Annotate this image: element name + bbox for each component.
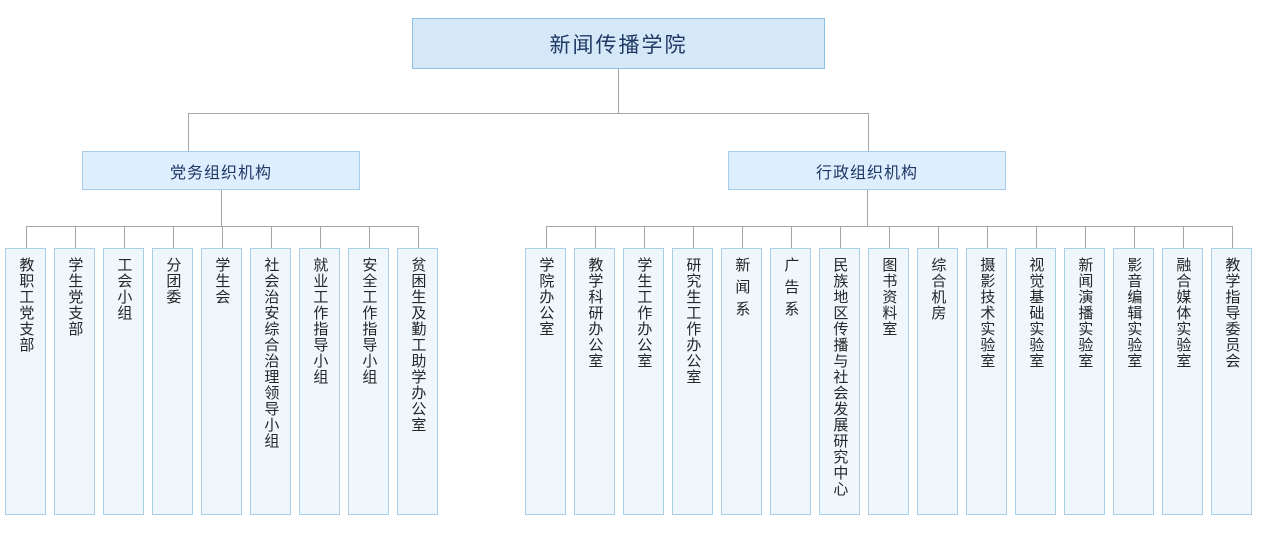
connector-party-leaf-drop xyxy=(221,226,223,248)
org-node-leaf-admin-6[interactable]: 广告系 xyxy=(770,248,811,515)
connector-admin-leaf-drop xyxy=(790,226,792,248)
connector-admin-leaf-drop xyxy=(594,226,596,248)
connector-admin-leaf-drop xyxy=(839,226,841,248)
connector-branch-admin-drop xyxy=(868,113,869,151)
org-node-leaf-party-2[interactable]: 学生党支部 xyxy=(54,248,95,515)
connector-admin-leaf-drop xyxy=(937,226,939,248)
org-node-leaf-party-6[interactable]: 社会治安综合治理领导小组 xyxy=(250,248,291,515)
org-node-leaf-admin-13[interactable]: 影音编辑实验室 xyxy=(1113,248,1154,515)
org-node-branch-party-label: 党务组织机构 xyxy=(169,162,272,182)
org-node-leaf-party-9[interactable]: 贫困生及勤工助学办公室 xyxy=(397,248,438,515)
org-node-leaf-admin-12[interactable]: 新闻演播实验室 xyxy=(1064,248,1105,515)
org-node-leaf-label: 工会小组 xyxy=(115,257,134,321)
connector-root-stem xyxy=(618,69,619,113)
org-node-leaf-label: 民族地区传播与社会发展研究中心 xyxy=(831,257,850,497)
connector-admin-leaf-drop xyxy=(1133,226,1135,248)
connector-party-stem xyxy=(221,190,222,226)
connector-admin-leaf-drop xyxy=(692,226,694,248)
org-node-leaf-party-8[interactable]: 安全工作指导小组 xyxy=(348,248,389,515)
org-node-leaf-label: 社会治安综合治理领导小组 xyxy=(262,257,281,449)
connector-party-leaf-drop xyxy=(417,226,419,248)
org-node-leaf-label: 就业工作指导小组 xyxy=(311,257,330,385)
connector-admin-leaf-drop xyxy=(1231,226,1233,248)
org-node-leaf-admin-2[interactable]: 教学科研办公室 xyxy=(574,248,615,515)
org-node-leaf-admin-3[interactable]: 学生工作办公室 xyxy=(623,248,664,515)
org-node-leaf-label: 融合媒体实验室 xyxy=(1174,257,1193,369)
connector-admin-leaf-drop xyxy=(1035,226,1037,248)
org-node-leaf-label: 学生工作办公室 xyxy=(635,257,654,369)
org-node-leaf-label: 贫困生及勤工助学办公室 xyxy=(409,257,428,433)
org-node-leaf-label: 图书资料室 xyxy=(880,257,899,337)
org-node-leaf-label: 学生会 xyxy=(213,257,232,305)
connector-party-leaf-drop xyxy=(270,226,272,248)
connector-admin-stem xyxy=(867,190,868,226)
connector-party-leaf-drop xyxy=(74,226,76,248)
connector-admin-leaf-drop xyxy=(1084,226,1086,248)
org-node-leaf-label: 学院办公室 xyxy=(537,257,556,337)
org-node-leaf-admin-9[interactable]: 综合机房 xyxy=(917,248,958,515)
org-node-leaf-party-1[interactable]: 教职工党支部 xyxy=(5,248,46,515)
connector-admin-leaf-drop xyxy=(888,226,890,248)
org-node-leaf-party-7[interactable]: 就业工作指导小组 xyxy=(299,248,340,515)
org-node-leaf-label: 新闻演播实验室 xyxy=(1076,257,1095,369)
org-node-leaf-label: 分团委 xyxy=(164,257,183,305)
connector-party-leaf-drop xyxy=(25,226,27,248)
org-node-leaf-label: 教学指导委员会 xyxy=(1223,257,1242,369)
org-node-leaf-admin-8[interactable]: 图书资料室 xyxy=(868,248,909,515)
org-node-branch-admin[interactable]: 行政组织机构 xyxy=(728,151,1006,190)
org-node-leaf-admin-4[interactable]: 研究生工作办公室 xyxy=(672,248,713,515)
org-node-leaf-label: 广告系 xyxy=(782,257,801,323)
org-node-leaf-admin-1[interactable]: 学院办公室 xyxy=(525,248,566,515)
org-node-leaf-label: 摄影技术实验室 xyxy=(978,257,997,369)
connector-admin-leaf-drop xyxy=(741,226,743,248)
org-node-leaf-label: 学生党支部 xyxy=(66,257,85,337)
org-node-leaf-label: 教学科研办公室 xyxy=(586,257,605,369)
connector-party-leaf-drop xyxy=(172,226,174,248)
org-node-leaf-label: 安全工作指导小组 xyxy=(360,257,379,385)
connector-branch-party-drop xyxy=(188,113,189,151)
connector-admin-leaf-drop xyxy=(986,226,988,248)
org-node-leaf-label: 新闻系 xyxy=(733,257,752,323)
connector-admin-leaf-drop xyxy=(545,226,547,248)
connector-admin-leaf-drop xyxy=(643,226,645,248)
org-node-leaf-admin-7[interactable]: 民族地区传播与社会发展研究中心 xyxy=(819,248,860,515)
org-node-branch-admin-label: 行政组织机构 xyxy=(815,162,918,182)
connector-party-leaf-drop xyxy=(123,226,125,248)
connector-admin-leaf-drop xyxy=(1182,226,1184,248)
org-node-leaf-label: 教职工党支部 xyxy=(17,257,36,353)
org-node-leaf-party-4[interactable]: 分团委 xyxy=(152,248,193,515)
org-node-leaf-label: 综合机房 xyxy=(929,257,948,321)
org-node-branch-party[interactable]: 党务组织机构 xyxy=(82,151,360,190)
org-node-leaf-admin-5[interactable]: 新闻系 xyxy=(721,248,762,515)
org-node-leaf-admin-11[interactable]: 视觉基础实验室 xyxy=(1015,248,1056,515)
org-node-root-label: 新闻传播学院 xyxy=(549,32,688,57)
org-node-leaf-label: 视觉基础实验室 xyxy=(1027,257,1046,369)
org-node-leaf-party-3[interactable]: 工会小组 xyxy=(103,248,144,515)
org-node-leaf-party-5[interactable]: 学生会 xyxy=(201,248,242,515)
org-node-leaf-admin-10[interactable]: 摄影技术实验室 xyxy=(966,248,1007,515)
org-node-leaf-label: 研究生工作办公室 xyxy=(684,257,703,385)
org-node-leaf-admin-14[interactable]: 融合媒体实验室 xyxy=(1162,248,1203,515)
org-node-leaf-admin-15[interactable]: 教学指导委员会 xyxy=(1211,248,1252,515)
connector-party-leaf-drop xyxy=(319,226,321,248)
org-node-root[interactable]: 新闻传播学院 xyxy=(412,18,825,69)
org-node-leaf-label: 影音编辑实验室 xyxy=(1125,257,1144,369)
connector-level2-bus xyxy=(188,113,868,114)
connector-admin-leaf-bus xyxy=(546,226,1233,227)
connector-party-leaf-drop xyxy=(368,226,370,248)
